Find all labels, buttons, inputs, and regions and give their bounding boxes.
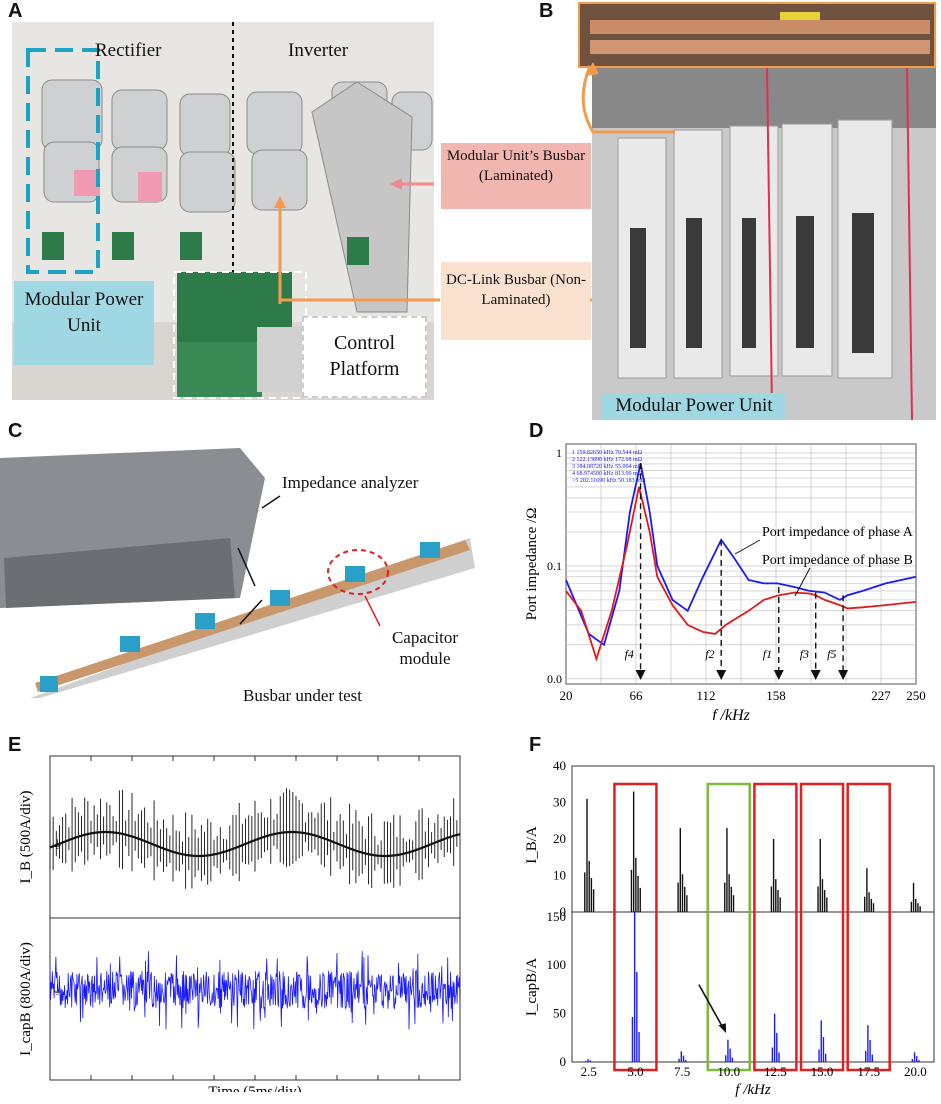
x-tick-label: 5.0 (627, 1064, 643, 1079)
x-tick-label: 17.5 (857, 1064, 880, 1079)
x-tick-label: 112 (696, 688, 715, 703)
modular-power-unit-tag: Modular Power Unit (14, 281, 154, 365)
panel-letter-a: A (8, 0, 23, 22)
panel-a-connector-arrows (278, 282, 595, 302)
ib-y-tick: 20 (553, 831, 566, 846)
icap-y-tick: 0 (560, 1054, 567, 1069)
ib-y-tick: 30 (553, 795, 566, 810)
capacitor-module-label: Capacitor module (391, 628, 459, 668)
inset-link-arrow (581, 62, 675, 134)
ib-y-tick: 0 (560, 904, 567, 919)
panel-letter-b: B (539, 0, 554, 22)
highlight-box-red (846, 782, 891, 1072)
control-platform-tag: Control Platform (302, 316, 427, 398)
x-tick-label: 66 (630, 688, 644, 703)
harmonic-spectrum-chart: 0 10 20 30 40 0 50 100 150 2.5 5.0 7.5 10.0 12.5 15.0 1… (524, 758, 935, 1098)
laminated-busbar-tag: Modular Unit’s Busbar (Laminated) (441, 143, 591, 209)
impedance-analyzer-label: Impedance analyzer (282, 473, 419, 492)
marker-table-row: 3 184.08720 kHz 55.004 mΩ (572, 464, 643, 470)
x-tick-label: 20.0 (904, 1064, 927, 1079)
annotation-phase-b: Port impedance of phase B (762, 553, 913, 568)
marker-table-row: 1 159.82650 kHz 70.544 mΩ (572, 450, 643, 456)
x-tick-label: 250 (906, 688, 926, 703)
x-tick-label: 15.0 (811, 1064, 834, 1079)
highlight-box-green (706, 782, 751, 1072)
series-line-phase-b (565, 486, 917, 662)
x-tick-label: 227 (871, 688, 891, 703)
marker-arrowhead (716, 670, 727, 680)
marker-arrowhead (838, 670, 849, 680)
inverter-label: Inverter (288, 40, 349, 61)
icap-y-tick: 150 (547, 909, 567, 924)
rectifier-inverter-photo (12, 22, 434, 400)
marker-table-row: 2 122.13890 kHz 172.68 mΩ (572, 457, 643, 463)
marker-arrowhead (635, 670, 646, 680)
icap-axis-label: I_capB (800A/div) (18, 942, 34, 1056)
panel-letter-e: E (8, 734, 22, 756)
nonlaminated-busbar-tag: DC-Link Busbar (Non-Laminated) (441, 262, 591, 340)
panel-letter-c: C (8, 420, 23, 442)
icap-plot-area (571, 911, 935, 1063)
marker-label-f2: f2 (705, 647, 714, 661)
marker-arrowhead (773, 670, 784, 680)
annotation-arrow-shaft (698, 984, 724, 1029)
time-domain-waveform-chart: ⏚ ⏚ I_B (500A/div) I_capB (800A/div) Time (5… (18, 755, 461, 1092)
impedance-test-photo (0, 448, 480, 698)
x-tick-label: 12.5 (764, 1064, 787, 1079)
icap-y-tick: 50 (553, 1006, 566, 1021)
ib-y-tick: 10 (553, 868, 566, 883)
marker-table-row: 4 68.974500 kHz 813.99 mΩ (572, 471, 643, 477)
icap-noise-trace (49, 951, 461, 1030)
time-axis-label: Time (5ms/div) (208, 1084, 301, 1092)
y-tick-label: 0.0 (547, 672, 562, 686)
y-tick-label: 0.1 (547, 559, 562, 573)
y-axis-label: Port impedance /Ω (524, 508, 540, 621)
marker-table-row: >5 202.11690 kHz 50.183 mΩ (572, 478, 646, 484)
modular-power-unit-b-tag: Modular Power Unit (602, 393, 786, 419)
icap-y-axis-label: I_capB/A (524, 958, 540, 1016)
port-impedance-chart: 1 159.82650 kHz 70.544 mΩ2 122.13890 kHz… (524, 443, 926, 720)
highlight-box-red (753, 782, 798, 1072)
marker-label-f4: f4 (625, 647, 634, 661)
busbar-under-test-label: Busbar under test (243, 686, 362, 705)
x-tick-label: 2.5 (581, 1064, 597, 1079)
x-tick-label: 10.0 (717, 1064, 740, 1079)
series-line-phase-a (565, 463, 917, 647)
marker-label-f3: f3 (800, 647, 809, 661)
ib-y-tick: 40 (553, 758, 566, 773)
annotation-pointer-b (794, 567, 811, 597)
power-cabinet-photo (592, 68, 936, 420)
annotation-phase-a: Port impedance of phase A (762, 525, 914, 540)
annotation-arrow-head (718, 1023, 726, 1033)
x-axis-label: f /kHz (712, 707, 751, 720)
marker-label-f1: f1 (763, 647, 772, 661)
rectifier-label: Rectifier (95, 40, 162, 61)
x-axis-label: f /kHz (735, 1082, 771, 1098)
panel-letter-f: F (529, 734, 542, 756)
icap-ground-marker: ⏚ (52, 984, 63, 997)
highlight-box-red (613, 782, 658, 1072)
annotation-pointer-a (734, 539, 761, 555)
ib-ground-marker: ⏚ (52, 838, 63, 851)
ib-axis-label: I_B (500A/div) (18, 791, 34, 884)
x-tick-label: 158 (766, 688, 786, 703)
y-tick-label: 1 (556, 446, 562, 460)
ib-y-axis-label: I_B/A (524, 826, 540, 864)
icap-y-tick: 100 (547, 957, 567, 972)
x-tick-label: 20 (560, 688, 573, 703)
inset-busbar-photo (578, 2, 936, 68)
marker-arrowhead (810, 670, 821, 680)
panel-letter-d: D (529, 420, 544, 442)
ib-plot-area (571, 765, 935, 913)
marker-label-f5: f5 (827, 647, 836, 661)
highlight-box-red (799, 782, 845, 1072)
x-tick-label: 7.5 (674, 1064, 690, 1079)
